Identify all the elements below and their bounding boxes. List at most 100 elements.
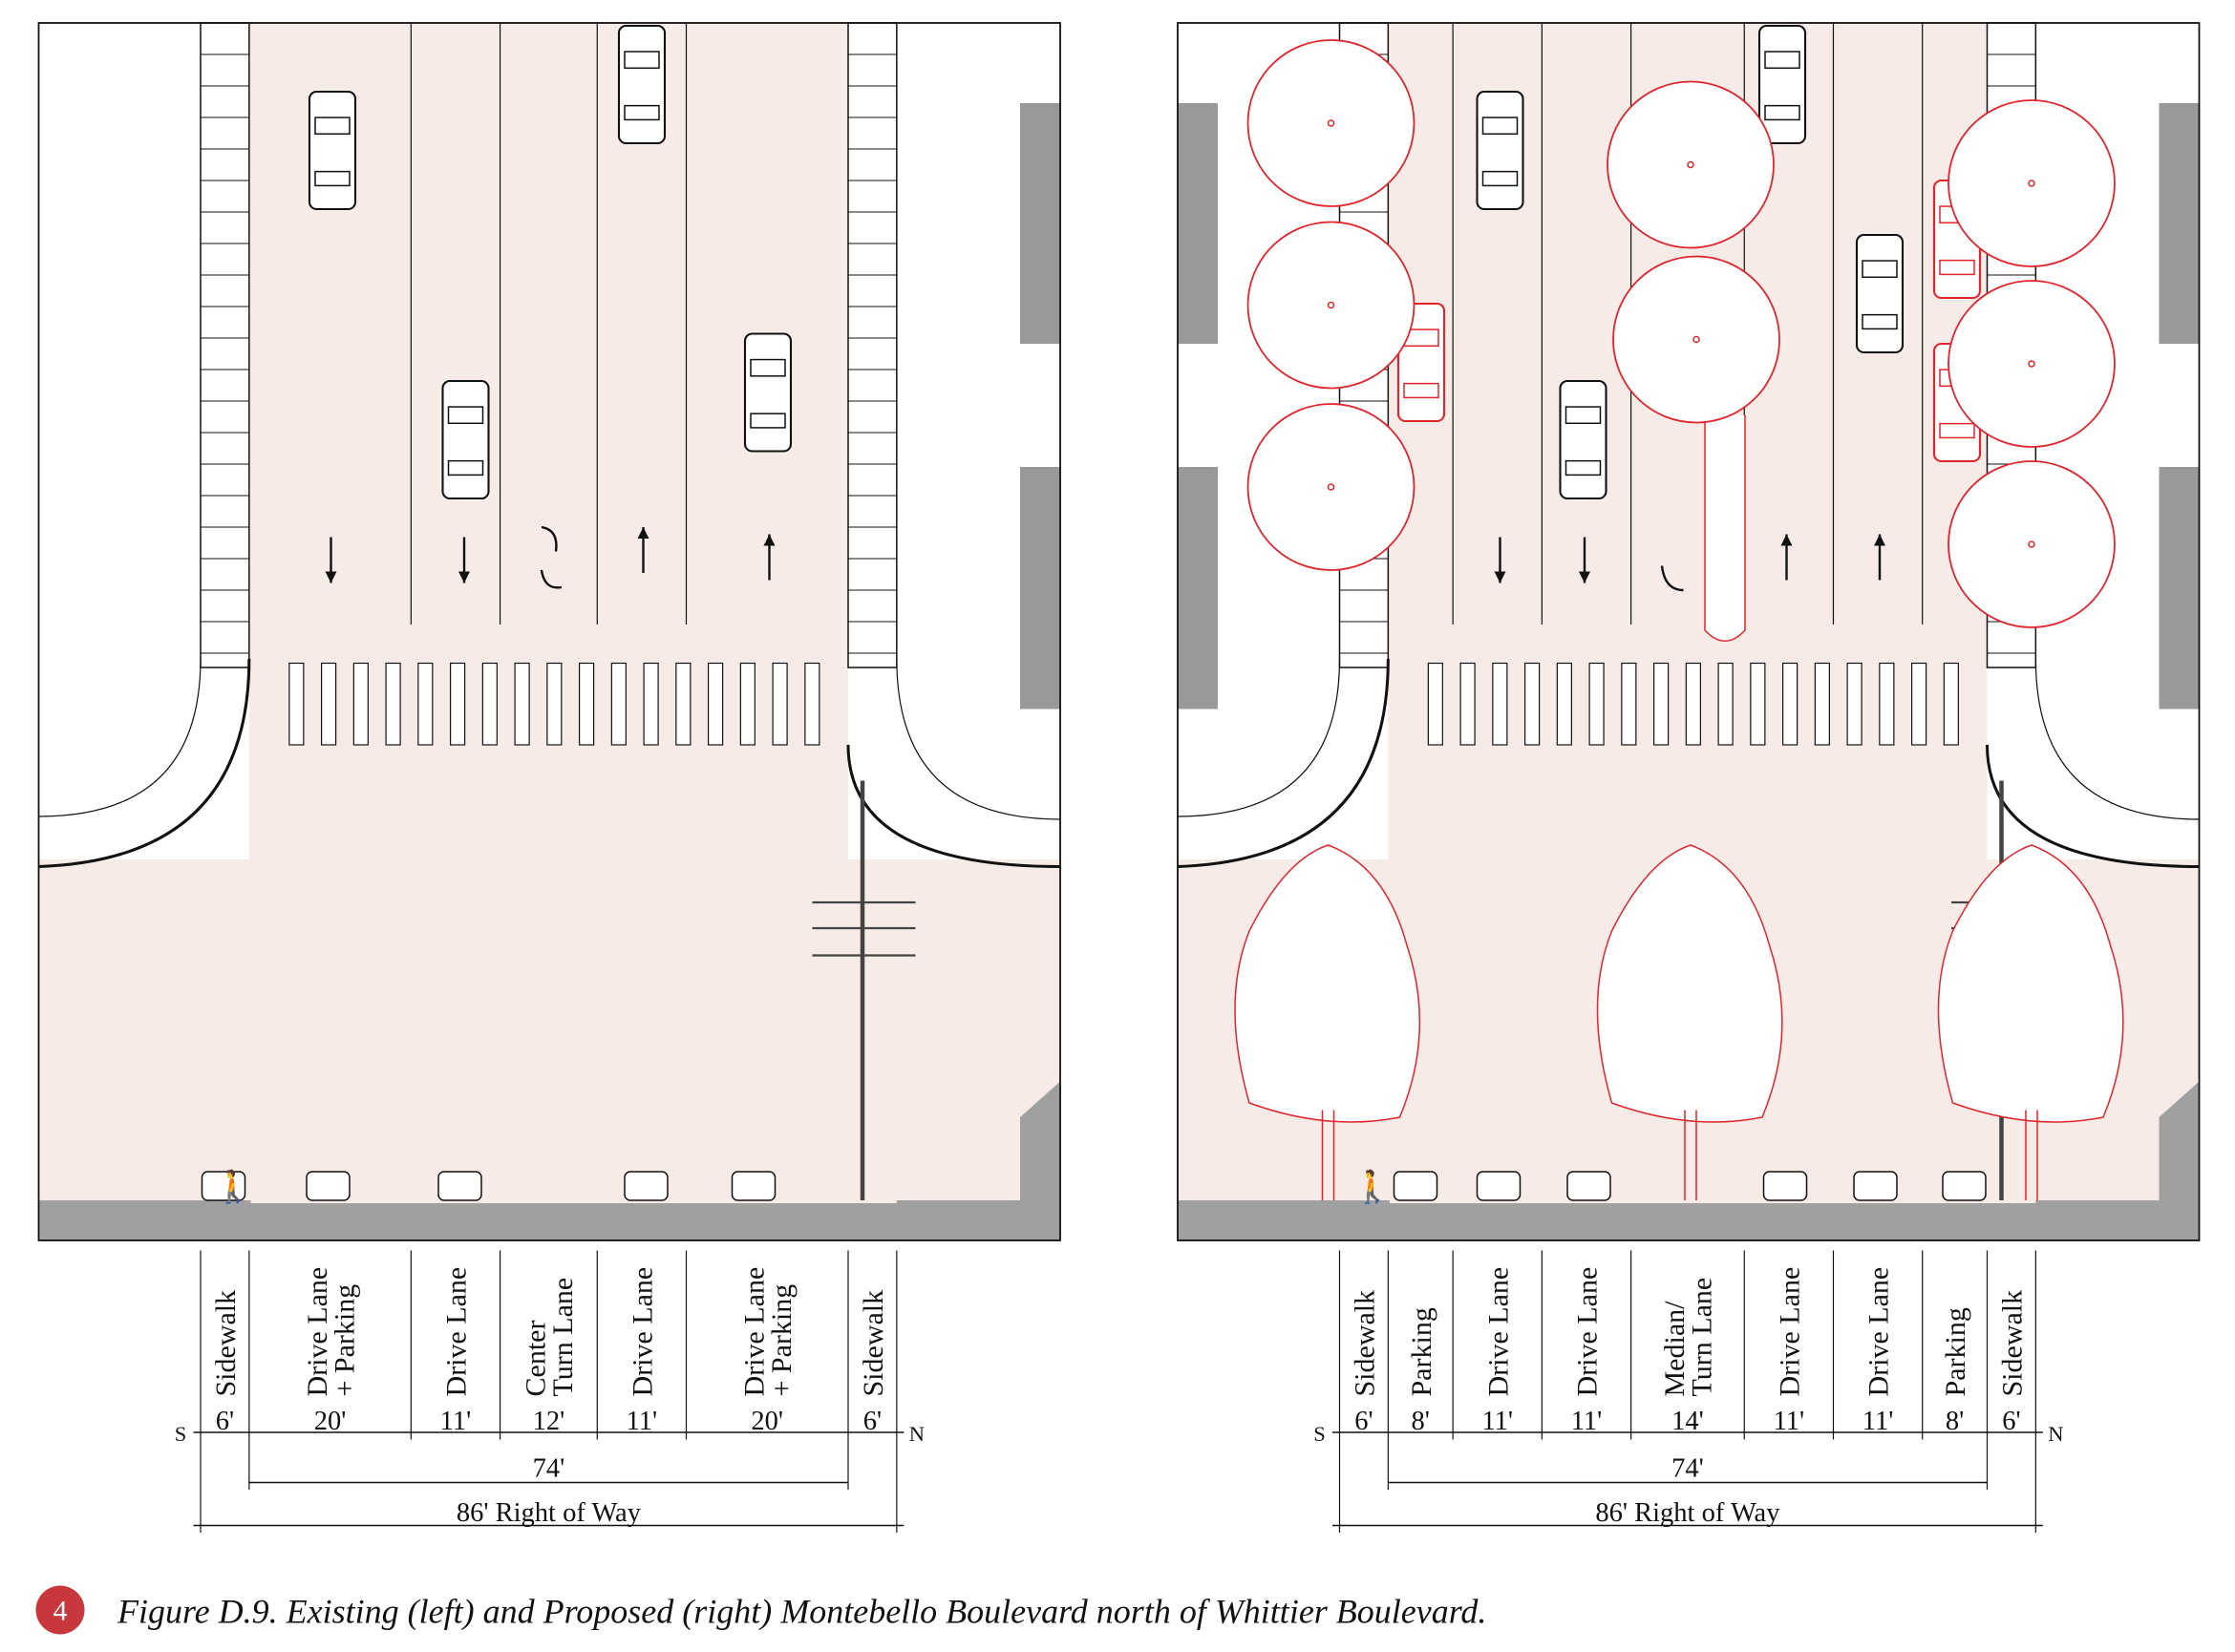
section-car-icon — [1942, 1171, 1987, 1201]
elevation-tree-icon — [1234, 844, 1421, 1123]
segment-width: 6' — [863, 1407, 882, 1436]
crosswalk-stripe — [449, 662, 466, 746]
segment-width: 6' — [1354, 1407, 1373, 1436]
car-rear-window — [314, 170, 351, 187]
tree-trunk-dot — [1687, 160, 1694, 169]
segment-label: Center — [521, 1321, 552, 1397]
car-rear-window — [1481, 170, 1519, 187]
segment-label: Median/ — [1659, 1301, 1691, 1397]
car-icon — [1559, 379, 1607, 500]
car-rear-window — [1862, 313, 1898, 330]
section-car-icon — [1853, 1171, 1898, 1201]
segment-label: Drive Lane — [302, 1267, 333, 1397]
tree-trunk-dot — [2028, 540, 2035, 548]
segment-label: Drive Lane — [627, 1267, 658, 1397]
car-icon — [441, 379, 490, 500]
car-icon — [617, 24, 667, 145]
crosswalk-stripe — [1943, 662, 1959, 746]
tree-trunk-dot — [1327, 301, 1335, 309]
intersection-pavement — [38, 859, 1060, 1204]
tree-canopy-icon — [1948, 280, 2116, 448]
sidewalk-edge-left — [1177, 659, 1341, 817]
car-icon — [308, 90, 357, 211]
section-car-icon — [624, 1171, 669, 1201]
segment-width: 14' — [1671, 1407, 1704, 1436]
car-rear-window — [750, 413, 786, 429]
crosswalk-stripe — [1621, 662, 1637, 746]
segment-width: 8' — [1412, 1407, 1430, 1436]
crosswalk-stripe — [288, 662, 305, 746]
segment-label: Drive Lane — [1774, 1267, 1805, 1397]
section-car-icon — [1762, 1171, 1808, 1201]
segment-width: 8' — [1946, 1407, 1964, 1436]
car-rear-window — [624, 104, 660, 121]
curb-to-curb-width: 74' — [1671, 1454, 1704, 1484]
segment-label: Sidewalk — [858, 1290, 889, 1397]
turn-arrow-icon — [1660, 565, 1684, 592]
crosswalk-stripe — [352, 662, 369, 746]
car-rear-window — [1403, 382, 1439, 399]
crosswalk-stripe — [481, 662, 498, 746]
sidewalk-edge-right — [2034, 659, 2200, 820]
crosswalk-stripe — [1782, 662, 1799, 746]
segment-width: 6' — [2002, 1407, 2020, 1436]
segment-label: Sidewalk — [1349, 1290, 1380, 1397]
turn-arrow-icon — [540, 525, 563, 589]
crosswalk-stripe — [578, 662, 595, 746]
segment-label: Drive Lane — [440, 1267, 472, 1397]
crosswalk-stripe — [1685, 662, 1701, 746]
segment-width: 11' — [1571, 1407, 1603, 1436]
segment-width: 11' — [440, 1407, 472, 1436]
arrow-head — [1780, 534, 1793, 546]
segment-width: 11' — [1481, 1407, 1513, 1436]
right-of-way-width: 86' Right of Way — [457, 1498, 642, 1528]
crosswalk-stripe — [1492, 662, 1508, 746]
panel-frame — [1177, 22, 2201, 1241]
car-icon — [1476, 90, 1524, 211]
segment-width: 11' — [627, 1407, 658, 1436]
crosswalk-stripe — [772, 662, 788, 746]
building-icon — [2159, 103, 2200, 345]
arrow-head — [325, 571, 337, 583]
building-icon — [1020, 467, 1060, 710]
south-label: S — [175, 1422, 187, 1446]
curb-return-right — [846, 745, 1061, 869]
tree-trunk-dot — [1327, 119, 1335, 127]
segment-label: + Parking — [329, 1284, 360, 1397]
segment-label: Sidewalk — [1996, 1290, 2028, 1397]
sidewalk-strip — [847, 22, 898, 668]
tree-canopy-icon — [1607, 80, 1775, 249]
sidewalk-edge-left — [38, 659, 202, 817]
crosswalk-stripe — [385, 662, 401, 746]
crosswalk-stripe — [514, 662, 530, 746]
segment-label: Drive Lane — [1482, 1267, 1514, 1397]
crosswalk-stripe — [1717, 662, 1734, 746]
car-rear-window — [1564, 459, 1602, 477]
section-car-icon — [1476, 1171, 1522, 1201]
tree-canopy-icon — [1246, 221, 1416, 390]
figure-number: 4 — [53, 1596, 68, 1627]
tree-trunk — [1684, 1110, 1697, 1201]
tree-canopy-icon — [1246, 403, 1416, 571]
north-label: N — [2048, 1422, 2063, 1446]
pedestrian-icon: 🚶 — [214, 1169, 253, 1205]
ground-section — [1178, 1081, 2200, 1241]
arrow-head — [1579, 571, 1590, 583]
crosswalk-stripe — [546, 662, 563, 746]
tree-trunk-dot — [2028, 180, 2035, 187]
caption-text: Figure D.9. Existing (left) and Proposed… — [117, 1593, 1486, 1631]
arrow-head — [637, 527, 649, 540]
crosswalk-stripe — [675, 662, 692, 746]
crosswalk-stripe — [1459, 662, 1476, 746]
segment-width: 11' — [1862, 1407, 1894, 1436]
crosswalk-stripe — [1879, 662, 1895, 746]
crosswalk-stripe — [1911, 662, 1927, 746]
crosswalk-stripe — [610, 662, 627, 746]
car-icon — [1855, 233, 1905, 354]
car-windshield — [1481, 116, 1519, 136]
crosswalk-stripe — [1556, 662, 1572, 746]
median-island — [1704, 415, 1746, 642]
segment-label: + Parking — [766, 1284, 798, 1397]
